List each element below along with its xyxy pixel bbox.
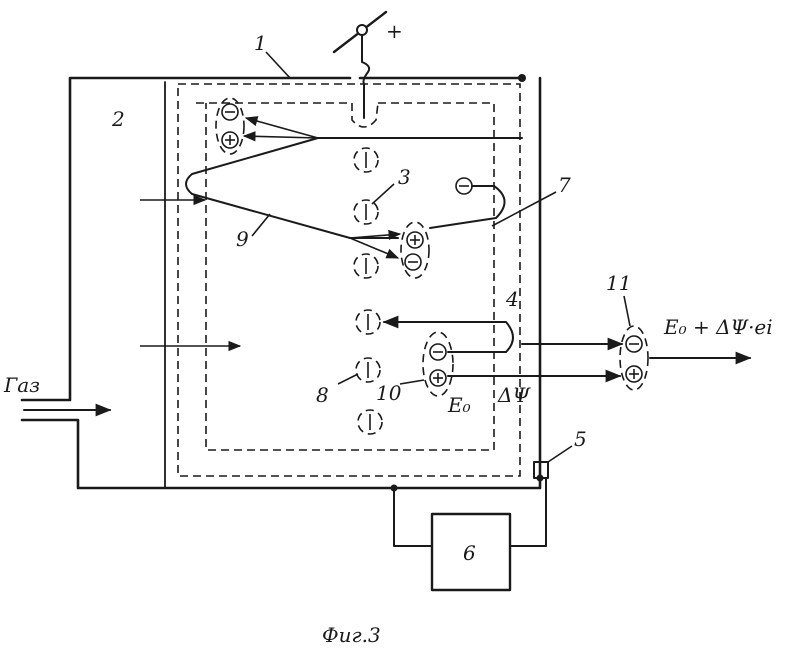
arrow-to-neg-middle <box>350 238 398 258</box>
label-4: 4 <box>505 287 519 311</box>
label-1: 1 <box>254 31 267 55</box>
positive-charge <box>430 370 446 386</box>
ion-neutral <box>354 148 378 172</box>
negative-charge <box>626 336 642 352</box>
positive-charge <box>407 232 423 248</box>
negative-charge <box>222 104 238 120</box>
label-10: 10 <box>376 381 402 405</box>
negative-charge <box>456 178 472 194</box>
junction-bottom-right <box>537 475 544 482</box>
label-5: 5 <box>574 427 587 451</box>
housing-outline <box>22 78 540 488</box>
terminal-lead <box>362 35 369 118</box>
positive-charge <box>626 366 642 382</box>
ion-neutral <box>354 200 378 224</box>
formula-e0: E₀ <box>447 393 471 417</box>
leader-3 <box>372 184 394 204</box>
junction-top-right <box>518 74 526 82</box>
leader-5 <box>548 446 572 462</box>
arrow-to-pos-upper <box>244 136 318 138</box>
positive-charge <box>222 132 238 148</box>
ion-neutral <box>358 410 382 434</box>
label-3: 3 <box>398 165 411 189</box>
arrow-to-neg-upper <box>246 118 318 138</box>
label-2: 2 <box>111 107 125 131</box>
label-11: 11 <box>606 271 631 295</box>
control-box-label: 6 <box>463 541 476 565</box>
leader-9 <box>252 214 270 236</box>
formula-output: E₀ + ΔΨ·ei <box>663 315 773 339</box>
leader-11 <box>624 296 630 326</box>
label-9: 9 <box>236 227 249 251</box>
leader-1 <box>266 52 290 78</box>
terminal-plus-sign: + <box>386 19 403 43</box>
charge-pair-upper <box>216 98 244 154</box>
leader-8 <box>338 374 358 384</box>
label-8: 8 <box>316 383 329 407</box>
label-7: 7 <box>558 173 571 197</box>
ion-neutral <box>356 310 380 334</box>
leader-10 <box>400 380 424 384</box>
terminal-node <box>357 25 367 35</box>
formula-delta-phi: ΔΨ <box>497 383 531 407</box>
negative-charge <box>405 254 421 270</box>
ion-neutral <box>354 254 378 278</box>
gas-label: Газ <box>3 373 40 397</box>
negative-charge <box>430 344 446 360</box>
ion-neutral <box>356 358 380 382</box>
figure-caption: Фиг.3 <box>322 623 381 647</box>
leader-7 <box>492 192 556 226</box>
